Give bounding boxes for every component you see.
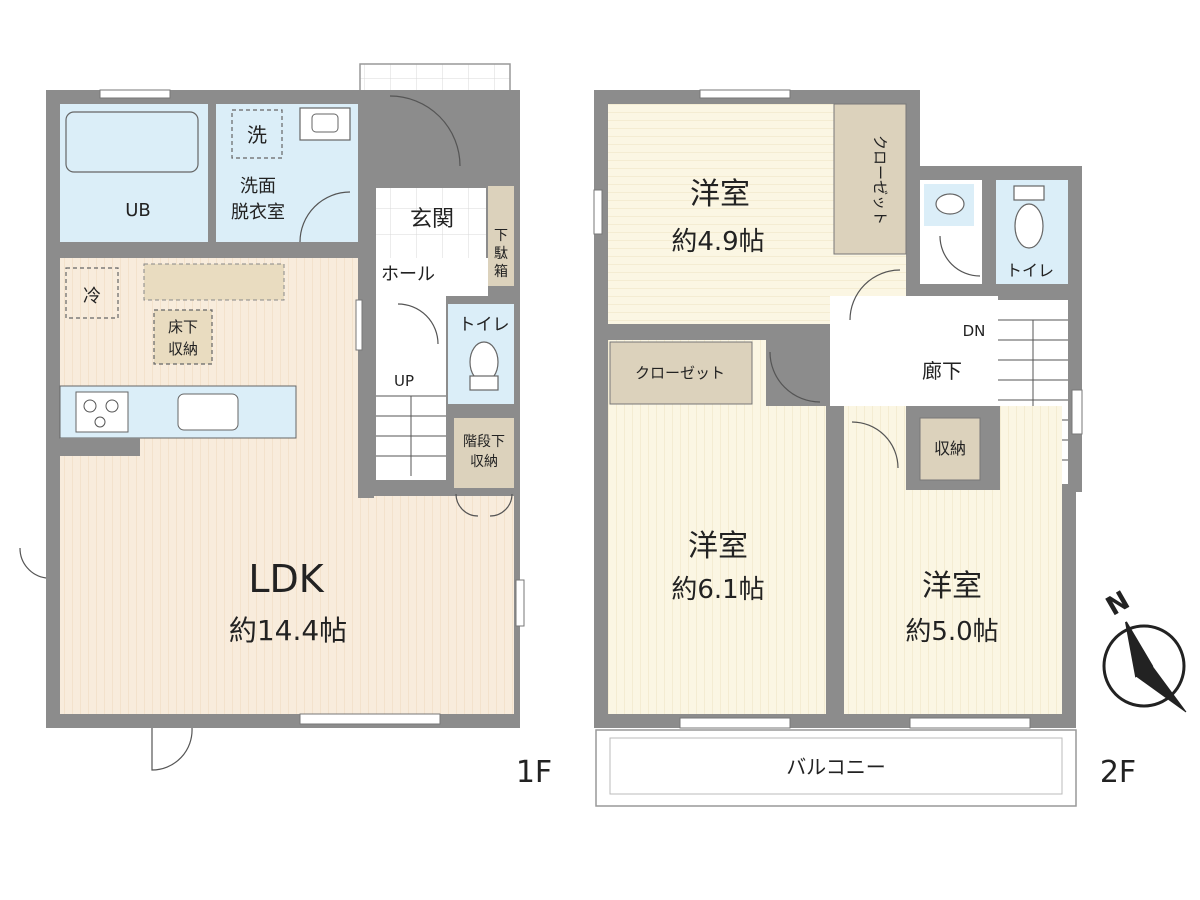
ldk-side-door [19, 547, 47, 579]
toilet-1f-label: トイレ [459, 315, 510, 335]
shoebox-label-3: 箱 [494, 264, 508, 280]
washroom-door [299, 191, 351, 243]
underfloor-label-1: 床下 [168, 318, 198, 336]
ldk-side-window [515, 579, 525, 627]
hall-label: ホール [381, 264, 435, 285]
kitchen-cabinet [143, 263, 285, 301]
washroom-label-line2: 脱衣室 [231, 202, 285, 223]
ldk-room [60, 258, 514, 714]
compass-north-icon: N [1101, 586, 1187, 713]
kitchen-sink [177, 393, 239, 431]
ldk-name-label: LDK [248, 557, 324, 601]
storage-2f-label: 収納 [934, 439, 966, 458]
compass-north-label: N [1101, 586, 1135, 623]
washer-label: 洗 [247, 123, 267, 147]
room-a-window [699, 89, 791, 99]
room-c-window [909, 717, 1031, 729]
shoebox-label-1: 下 [494, 228, 508, 244]
underfloor-label-2: 収納 [168, 340, 198, 358]
room-b-name-label: 洋室 [688, 529, 748, 564]
room-b-window [679, 717, 791, 729]
room-c-name-label: 洋室 [922, 569, 982, 604]
room-b-door [769, 351, 821, 403]
washer-space [231, 109, 283, 159]
room-a-size-label: 約4.9帖 [671, 227, 764, 257]
shoe-box [488, 186, 514, 286]
fridge-label: 冷 [83, 286, 101, 307]
storage-2f [919, 417, 981, 481]
ldk-exterior-door [151, 727, 193, 771]
stairs-window [1071, 389, 1083, 435]
room-a-door [849, 269, 901, 321]
shoebox-label-2: 駄 [494, 246, 508, 262]
closet-a [833, 103, 907, 255]
closet-b [609, 341, 753, 405]
ub-window [99, 89, 171, 99]
room-a-side-window [593, 189, 603, 235]
bathtub [65, 111, 199, 173]
ldk-window [299, 713, 441, 725]
stove [75, 391, 129, 433]
room-a-name-label: 洋室 [690, 177, 750, 212]
balcony-label: バルコニー [786, 755, 886, 779]
room-c-size-label: 約5.0帖 [905, 617, 998, 647]
corridor [830, 296, 998, 406]
closet-b-label: クローゼット [635, 364, 725, 382]
corridor-label: 廊下 [922, 359, 962, 383]
hall-window [355, 299, 363, 351]
room-c-door [851, 421, 899, 469]
toilet-2f-door [939, 235, 981, 277]
ldk-size-label: 約14.4帖 [229, 614, 347, 647]
toilet-2f-label: トイレ [1006, 261, 1054, 280]
room-a [608, 104, 834, 324]
underfloor-storage [153, 309, 213, 365]
stairs-down-label: DN [963, 322, 986, 340]
closet-a-label: クローゼット [871, 135, 889, 225]
storage-door [455, 493, 513, 517]
hall [376, 258, 488, 296]
stairs-up-label: UP [394, 372, 414, 390]
entrance-label: 玄関 [410, 207, 454, 232]
floor-2-label: 2F [1100, 755, 1136, 790]
fridge-space [65, 267, 119, 319]
floor-1: UB 洗面 脱衣室 洗 玄関 下 駄 箱 ホール トイレ 冷 床下 収納 UP … [19, 63, 552, 790]
room-b-size-label: 約6.1帖 [671, 575, 764, 605]
understairs-label-2: 収納 [470, 454, 498, 470]
entrance-door [389, 95, 461, 167]
toilet-door [397, 303, 439, 345]
floor-1-label: 1F [516, 755, 552, 790]
ub-label: UB [125, 200, 151, 221]
washroom-label-line1: 洗面 [240, 176, 276, 197]
understairs-storage [454, 418, 514, 488]
floor-2: 洋室 約4.9帖 クローゼット トイレ DN 廊下 クローゼット 収納 洋室 約… [593, 89, 1136, 807]
understairs-label-1: 階段下 [463, 434, 505, 450]
